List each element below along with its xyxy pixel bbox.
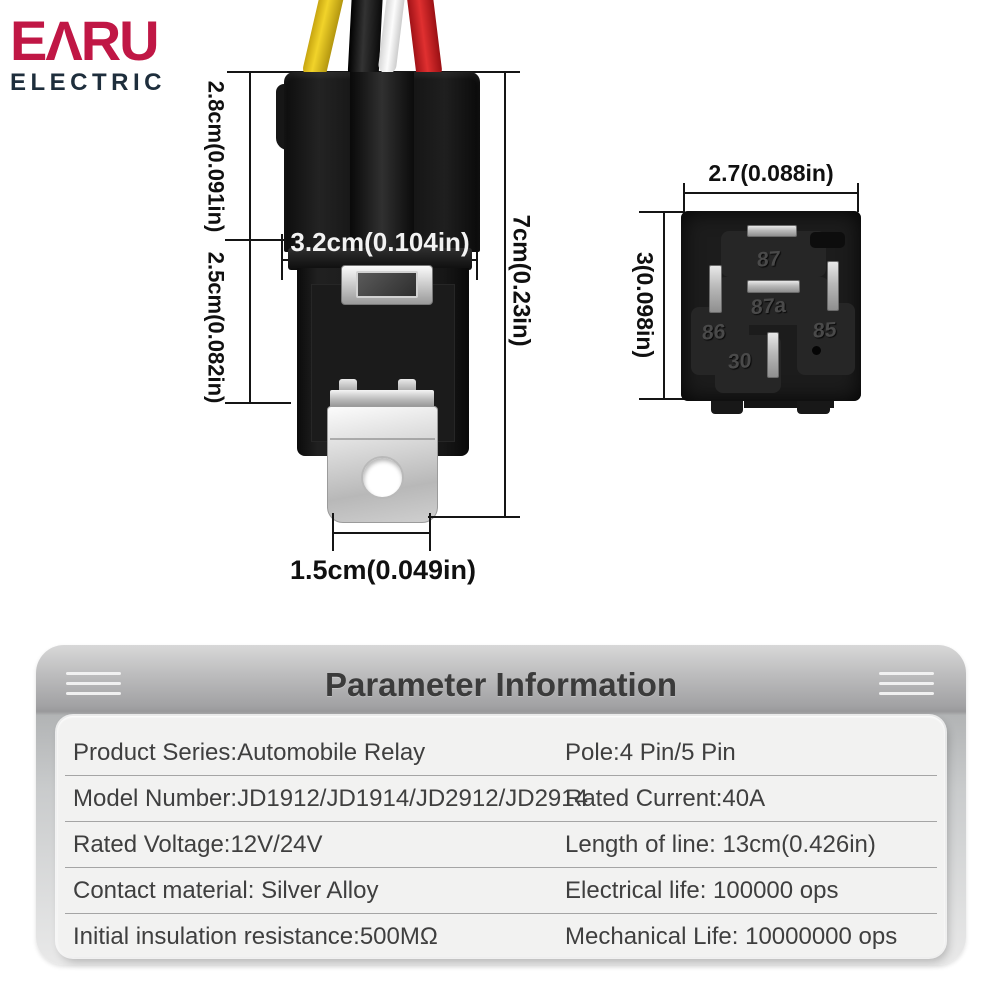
molding-block [797, 303, 855, 375]
spec-electrical-life: Electrical life: 100000 ops [565, 877, 839, 904]
spec-row: Contact material: Silver Alloy Electrica… [65, 868, 937, 914]
pin-view-hole [812, 346, 821, 355]
relay-flange [288, 248, 472, 270]
pin-label-30: 30 [727, 349, 752, 374]
bracket-hole [361, 456, 404, 499]
spec-contact-material: Contact material: Silver Alloy [73, 877, 379, 904]
relay-bottom-view: 87 87a 86 85 30 [681, 211, 861, 401]
spec-insulation-resistance: Initial insulation resistance:500MΩ [73, 923, 438, 950]
spec-row: Model Number:JD1912/JD1914/JD2912/JD2914… [65, 776, 937, 822]
dim-label-socket-height: 2.8cm(0.091in) [203, 80, 229, 233]
dimension-line [504, 71, 506, 518]
menu-bar [66, 682, 121, 685]
dim-label-pinview-width: 2.7(0.088in) [708, 160, 834, 186]
metal-clip-window [356, 271, 418, 298]
spec-table: Product Series:Automobile Relay Pole:4 P… [57, 716, 945, 957]
dimension-tick [683, 183, 685, 212]
dimension-tick [225, 239, 311, 241]
spec-product-series: Product Series:Automobile Relay [73, 739, 426, 766]
pin-label-85: 85 [812, 318, 837, 343]
wire-red [405, 0, 443, 82]
pin-view-foot [711, 401, 743, 414]
dimension-tick [857, 183, 859, 212]
dim-label-relay-height: 2.5cm(0.082in) [203, 251, 229, 404]
dimension-line [428, 516, 520, 518]
spec-pole: Pole:4 Pin/5 Pin [565, 739, 736, 766]
dimension-tick [639, 211, 685, 213]
menu-bar [879, 672, 934, 675]
molding-block [721, 231, 826, 277]
socket-center-ridge [350, 72, 414, 252]
bracket-tab [339, 379, 357, 393]
pin-label-87a: 87a [750, 293, 787, 320]
menu-bar [66, 692, 121, 695]
pin-blade-87 [747, 225, 797, 237]
bracket-crease [330, 438, 435, 440]
pin-label-87: 87 [756, 247, 781, 272]
pin-view-base-strip [744, 401, 834, 408]
spec-row: Initial insulation resistance:500MΩ Mech… [65, 914, 937, 959]
brand-subtitle: ELECTRIC [10, 69, 166, 97]
menu-lines-icon [879, 672, 934, 695]
bracket-tab [398, 379, 416, 393]
dim-label-bracket-width: 1.5cm(0.049in) [289, 555, 477, 585]
dimension-line [333, 532, 431, 534]
dimension-tick [639, 398, 685, 400]
dim-label-socket-width: 3.2cm(0.104in) [290, 227, 470, 257]
spec-line-length: Length of line: 13cm(0.426in) [565, 831, 876, 858]
brand-name: EΛRU [10, 9, 160, 72]
earu-logo: EΛRU ELECTRIC [10, 9, 166, 97]
dimension-tick [332, 513, 334, 551]
wire-yellow [301, 0, 347, 82]
wire-black [347, 0, 384, 81]
dim-label-pinview-height: 3(0.098in) [632, 252, 659, 359]
spec-model-number: Model Number:JD1912/JD1914/JD2912/JD2914 [73, 785, 588, 812]
spec-mechanical-life: Mechanical Life: 10000000 ops [565, 923, 898, 950]
dimension-tick [281, 234, 283, 280]
pin-view-foot [797, 401, 830, 414]
dimension-tick [476, 234, 478, 280]
menu-bar [879, 682, 934, 685]
menu-lines-icon [66, 672, 121, 695]
panel-title: Parameter Information [324, 666, 678, 703]
spec-rated-voltage: Rated Voltage:12V/24V [73, 831, 323, 858]
dimension-line [249, 71, 251, 404]
dimension-line [683, 192, 859, 194]
molding-recess [810, 232, 845, 248]
dimension-tick [225, 402, 291, 404]
menu-bar [879, 692, 934, 695]
pin-blade-85 [827, 261, 839, 311]
pin-blade-86 [709, 265, 722, 313]
menu-bar [66, 672, 121, 675]
spec-rated-current: Rated Current:40A [565, 785, 766, 812]
bracket-fold [330, 390, 434, 410]
pin-blade-30 [767, 332, 779, 378]
pin-label-86: 86 [701, 320, 726, 345]
pin-blade-87a [747, 280, 800, 293]
dimension-line [663, 211, 665, 400]
spec-row: Product Series:Automobile Relay Pole:4 P… [65, 730, 937, 776]
spec-row: Rated Voltage:12V/24V Length of line: 13… [65, 822, 937, 868]
dim-label-total-height: 7cm(0.23in) [507, 214, 535, 347]
dimension-tick [429, 513, 431, 551]
